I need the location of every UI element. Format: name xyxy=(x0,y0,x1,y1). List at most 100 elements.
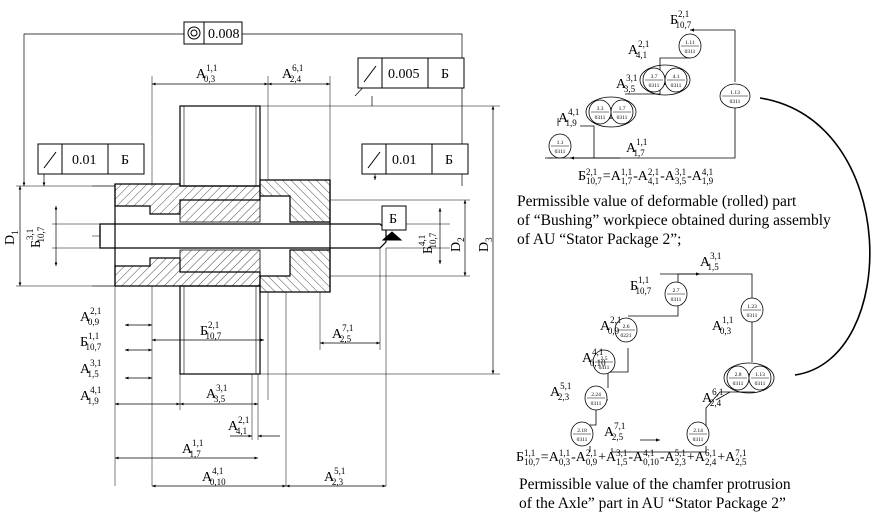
node-bot-5: 2.8 0311 xyxy=(726,365,750,391)
svg-text:0311: 0311 xyxy=(747,313,758,319)
tol-frame-runout-top xyxy=(357,57,465,89)
svg-text:1.11: 1.11 xyxy=(685,40,695,46)
dim-b107-left: Б3,110,7 xyxy=(25,226,46,248)
node-bot-7: 2.18 0311 xyxy=(570,421,594,447)
tol-value-runout-left: 0.01 xyxy=(72,153,97,168)
svg-text:2.24: 2.24 xyxy=(591,392,601,398)
svg-text:1.1: 1.1 xyxy=(557,140,564,146)
hub-upper xyxy=(259,179,331,223)
node-bot-1: 1.23 0311 xyxy=(740,297,764,323)
svg-text:0411: 0411 xyxy=(599,365,610,371)
svg-text:2.18: 2.18 xyxy=(577,428,587,434)
svg-text:0311: 0311 xyxy=(730,99,741,105)
svg-text:0311: 0311 xyxy=(733,381,744,387)
tol-frame-concentricity xyxy=(183,21,243,45)
axle xyxy=(99,223,387,249)
node-pair-outline xyxy=(639,64,691,96)
datum-box xyxy=(381,205,407,231)
node-pair-outline xyxy=(723,362,775,394)
svg-text:2.14: 2.14 xyxy=(693,428,703,434)
chain-bottom-arrows xyxy=(640,272,731,442)
svg-text:0311: 0311 xyxy=(577,437,588,443)
caption-bottom-line-1: Permissible value of the chamfer protrus… xyxy=(519,476,791,493)
tolerance-frames xyxy=(37,21,469,231)
stator-pack-lower xyxy=(179,285,261,375)
svg-text:3.7: 3.7 xyxy=(651,74,658,80)
caption-top-line-3: of AU “Stator Package 2”; xyxy=(517,231,682,248)
svg-text:1.13: 1.13 xyxy=(730,90,740,96)
tol-datum-top: Б xyxy=(441,67,449,82)
tol-value-runout-right: 0.01 xyxy=(392,153,417,168)
node-top-4: 1.7 0311 xyxy=(610,99,634,125)
d1-label: D1 xyxy=(3,230,20,245)
svg-text:1.23: 1.23 xyxy=(747,304,757,310)
svg-text:3.3: 3.3 xyxy=(597,106,604,112)
svg-text:1.7: 1.7 xyxy=(619,106,626,112)
caption-top-line-1: Permissible value of deformable (rolled)… xyxy=(517,193,797,210)
svg-text:0311: 0311 xyxy=(617,115,628,121)
svg-text:0311: 0311 xyxy=(685,49,696,55)
d2-label: D2 xyxy=(449,237,466,252)
svg-text:0311: 0311 xyxy=(591,401,602,407)
stator-pack-upper xyxy=(179,105,261,187)
tol-datum-left: Б xyxy=(121,153,129,168)
node-top-1: 3.7 0311 xyxy=(642,67,666,93)
node-top-5: 1.13 0311 xyxy=(719,83,751,109)
node-bot-6: 1.13 0311 xyxy=(748,365,772,391)
caption-bottom: Permissible value of the chamfer protrus… xyxy=(519,475,791,513)
hub-lower xyxy=(259,249,331,293)
svg-text:0311: 0311 xyxy=(755,381,766,387)
node-pair-outline xyxy=(585,96,637,128)
svg-text:0311: 0311 xyxy=(649,83,660,89)
dim-b107-right: Б4,110,7 xyxy=(417,232,438,254)
node-top-0: 1.11 0311 xyxy=(678,33,702,59)
svg-text:2.8: 2.8 xyxy=(735,372,742,378)
tol-frame-runout-right xyxy=(361,143,469,175)
tol-frame-runout-left xyxy=(37,143,145,175)
caption-top-line-2: of “Bushing” workpiece obtained during a… xyxy=(517,212,831,229)
chain-top-nodes: 1.1103113.703114.103113.303111.703111.13… xyxy=(548,9,751,159)
tol-value-concentricity: 0.008 xyxy=(208,27,240,42)
svg-text:0311: 0311 xyxy=(555,149,566,155)
svg-text:4.1: 4.1 xyxy=(673,74,680,80)
svg-text:0311: 0311 xyxy=(693,437,704,443)
node-top-6: 1.1 0311 xyxy=(548,133,572,159)
svg-text:1.13: 1.13 xyxy=(755,372,765,378)
link-arc xyxy=(759,97,871,376)
caption-top: Permissible value of deformable (rolled)… xyxy=(517,192,831,249)
node-bot-8: 2.14 0311 xyxy=(686,421,710,447)
caption-bottom-line-2: of the Axle” part in AU “Stator Package … xyxy=(519,495,786,512)
